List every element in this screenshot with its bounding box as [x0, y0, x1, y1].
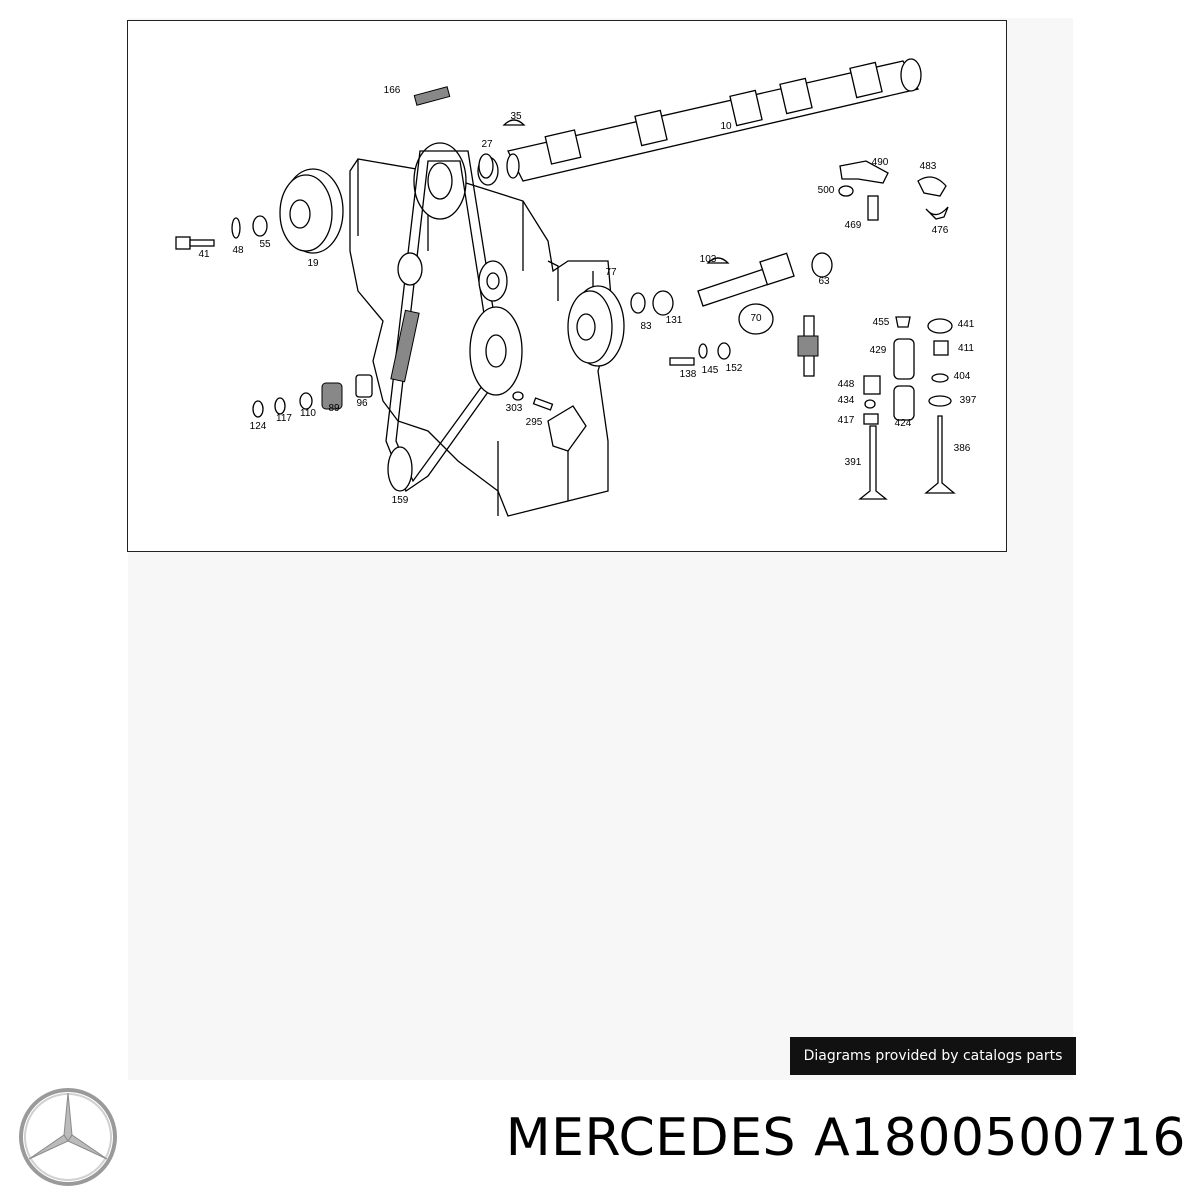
washer-152: [717, 342, 731, 360]
callout-411: 411: [958, 343, 974, 354]
callout-labels: 166 35 27 10 490 483 500 469 476 41 48 55 19 77 103 63 8…: [198, 85, 976, 506]
brand-name: MERCEDES: [505, 1108, 797, 1168]
callout-103: 103: [700, 254, 717, 265]
callout-434: 434: [838, 395, 855, 406]
adjuster-469: [867, 195, 879, 221]
callout-70-circle: [738, 303, 774, 335]
callout-70: 70: [750, 313, 762, 324]
seal-83: [630, 292, 646, 314]
callout-448: 448: [838, 379, 855, 390]
callout-386: 386: [954, 443, 971, 454]
callout-35: 35: [510, 111, 522, 122]
callout-490: 490: [872, 157, 889, 168]
callout-152: 152: [726, 363, 743, 374]
bolt-138: [669, 357, 695, 366]
callout-391: 391: [845, 457, 862, 468]
tensioner-sprocket: [478, 260, 508, 302]
callout-77: 77: [605, 267, 617, 278]
callout-96: 96: [356, 398, 368, 409]
callout-429: 429: [870, 345, 887, 356]
part-title: MERCEDES A1800500716: [0, 1108, 1186, 1168]
callout-83: 83: [640, 321, 652, 332]
cover-plate: [547, 405, 587, 452]
chain-link-166: [413, 86, 451, 106]
timing-chain: [385, 150, 504, 492]
callout-424: 424: [895, 418, 912, 429]
callout-117: 117: [276, 413, 292, 424]
bolt-295: [532, 397, 554, 411]
rocker-490: [839, 160, 889, 184]
intermediate-shaft: [697, 252, 833, 307]
bolt-41: [175, 236, 215, 250]
key-35: [502, 119, 526, 126]
washer-145: [698, 343, 708, 359]
camshaft: [506, 58, 922, 182]
callout-124: 124: [250, 421, 267, 432]
lower-left-parts: [252, 374, 373, 418]
callout-19: 19: [307, 258, 319, 269]
callout-48: 48: [232, 245, 244, 256]
callout-27: 27: [481, 139, 493, 150]
valve-components: [858, 316, 956, 500]
callout-455: 455: [873, 317, 890, 328]
callout-41: 41: [198, 249, 210, 260]
callout-110: 110: [300, 408, 316, 419]
washer-48: [231, 217, 241, 239]
callout-483: 483: [920, 161, 937, 172]
clip-483: [917, 176, 947, 197]
bushing-131: [652, 290, 674, 316]
callout-397: 397: [960, 395, 977, 406]
crank-sprocket: [469, 306, 523, 396]
drive-gear-70: [797, 315, 819, 377]
pulley-19: [279, 168, 344, 254]
callout-89: 89: [328, 403, 340, 414]
clip-476: [925, 206, 949, 220]
diagram-credit-text: Diagrams provided by catalogs parts: [803, 1048, 1063, 1064]
callout-166: 166: [384, 85, 401, 96]
bottom-sprocket: [387, 446, 413, 492]
parts-diagram-svg: 166 35 27 10 490 483 500 469 476 41 48 55 19 77 103 63 8…: [175, 58, 977, 517]
callout-500: 500: [818, 185, 835, 196]
part-500: [838, 185, 854, 197]
callout-295: 295: [526, 417, 543, 428]
seal-27: [478, 153, 494, 179]
callout-476: 476: [932, 225, 949, 236]
callout-303: 303: [506, 403, 523, 414]
washer-55: [252, 215, 268, 237]
callout-138: 138: [680, 369, 697, 380]
callout-63: 63: [818, 276, 830, 287]
callout-131: 131: [666, 315, 683, 326]
callout-159: 159: [392, 495, 409, 506]
callout-10: 10: [720, 121, 732, 132]
callout-145: 145: [702, 365, 719, 376]
callout-469: 469: [845, 220, 862, 231]
part-number: A1800500716: [814, 1108, 1186, 1168]
mercedes-star-icon: [19, 1088, 117, 1186]
callout-55: 55: [259, 239, 271, 250]
pulley-77: [567, 285, 625, 367]
callout-441: 441: [958, 319, 975, 330]
chain-rail: [390, 309, 420, 383]
callout-417: 417: [838, 415, 855, 426]
callout-404: 404: [954, 371, 971, 382]
washer-303: [512, 391, 524, 401]
left-idler: [397, 252, 423, 286]
diagram-credit-badge: Diagrams provided by catalogs parts: [790, 1037, 1076, 1075]
parts-diagram: 166 35 27 10 490 483 500 469 476 41 48 55 19 77 103 63 8…: [127, 20, 1007, 552]
